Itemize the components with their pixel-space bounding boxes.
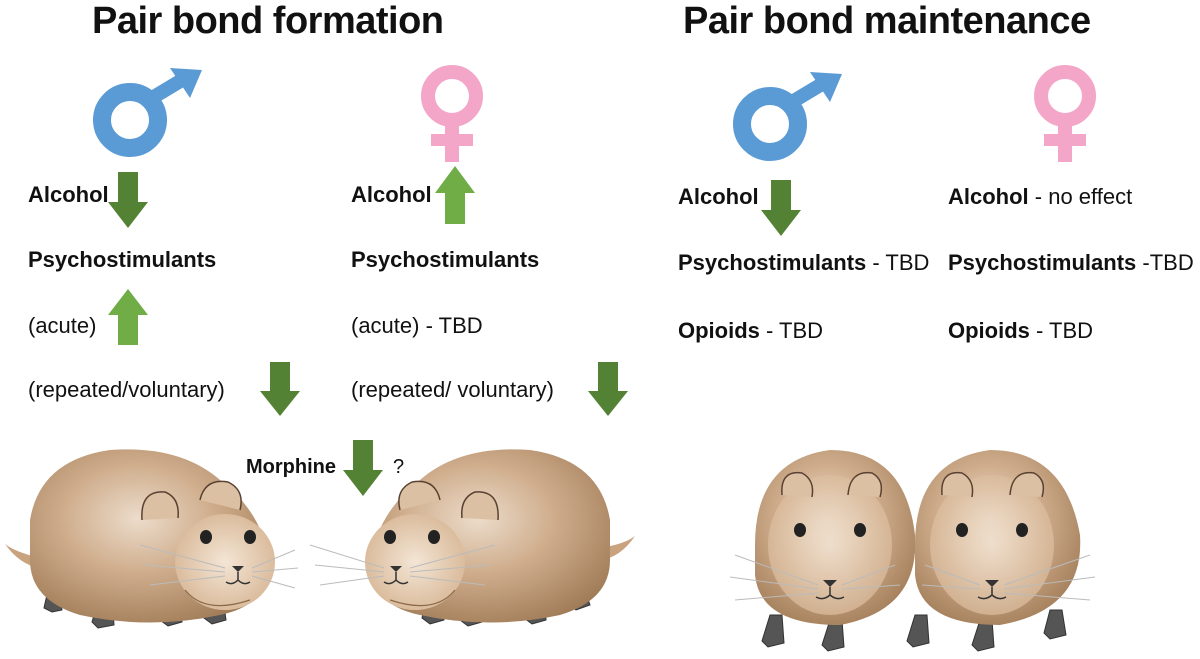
- maintenance-female-opioids-label: Opioids - TBD: [948, 318, 1094, 343]
- formation-female-psychostimulants-label: Psychostimulants: [351, 247, 540, 272]
- arrow-up-icon: [108, 289, 148, 345]
- vole-pair-illustration: [729, 450, 1096, 652]
- formation-male-psychostimulants-label: Psychostimulants: [28, 247, 217, 272]
- formation-male-repeated-label: (repeated/voluntary): [28, 377, 225, 402]
- arrow-down-icon: [761, 180, 801, 236]
- arrow-up-icon: [435, 166, 475, 224]
- female-symbol-icon: [421, 65, 483, 162]
- maintenance-male-alcohol-label: Alcohol: [678, 184, 759, 209]
- maintenance-male-opioids-label: Opioids - TBD: [678, 318, 824, 343]
- morphine-label: Morphine: [246, 456, 336, 478]
- morphine-question-mark: ?: [393, 456, 405, 478]
- formation-female-acute-label: (acute) - TBD: [351, 313, 483, 338]
- male-symbol-icon: [93, 68, 202, 157]
- maintenance-male-psychostimulants-label: Psychostimulants - TBD: [678, 250, 930, 275]
- maintenance-female-psychostimulants-label: Psychostimulants -TBD: [948, 250, 1194, 275]
- vole-illustration: [309, 449, 635, 627]
- formation-male-acute-label: (acute): [28, 313, 97, 338]
- male-symbol-icon: [733, 72, 842, 161]
- formation-title: Pair bond formation: [92, 0, 444, 42]
- female-symbol-icon: [1034, 65, 1096, 162]
- formation-male-alcohol-label: Alcohol: [28, 182, 109, 207]
- formation-female-alcohol-label: Alcohol: [351, 182, 432, 207]
- arrow-down-icon: [260, 362, 300, 416]
- arrow-down-icon: [108, 172, 148, 228]
- maintenance-title: Pair bond maintenance: [683, 0, 1091, 42]
- arrow-down-icon: [588, 362, 628, 416]
- vole-illustration: [5, 449, 299, 629]
- maintenance-female-alcohol-label: Alcohol - no effect: [948, 184, 1133, 209]
- formation-female-repeated-label: (repeated/ voluntary): [351, 377, 554, 402]
- arrow-down-icon: [343, 440, 383, 496]
